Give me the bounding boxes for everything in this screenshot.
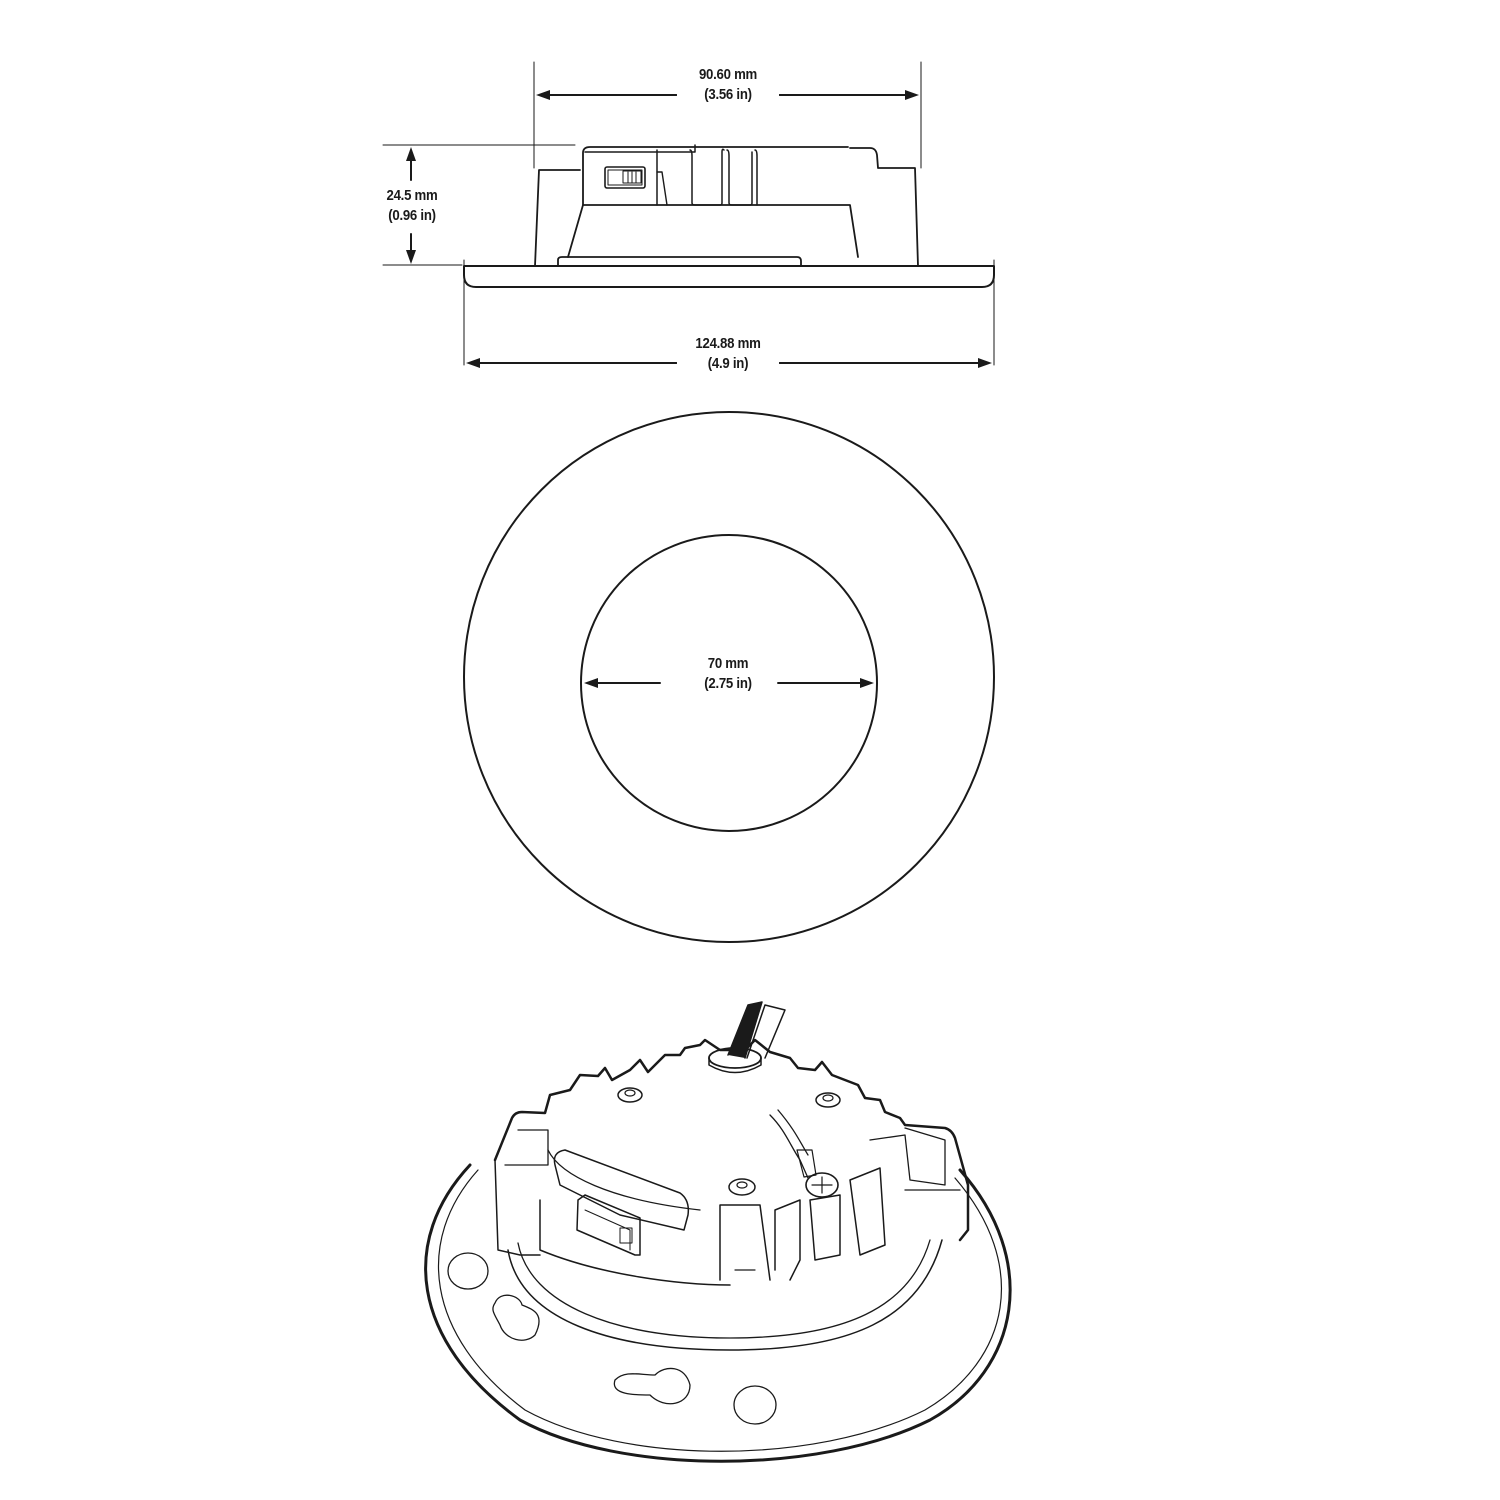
- front-view: [463, 411, 995, 943]
- body-width-metric: 90.60 mm: [698, 66, 758, 83]
- height-metric: 24.5 mm: [386, 187, 438, 204]
- trim-diameter-metric: 124.88 mm: [695, 335, 761, 352]
- body-width-label: 90.60 mm (3.56 in): [676, 65, 780, 105]
- dimension-arrows-top: [410, 94, 989, 364]
- aperture-diameter-imperial: (2.75 in): [704, 675, 752, 692]
- body-width-imperial: (3.56 in): [704, 86, 752, 103]
- trim-diameter-imperial: (4.9 in): [707, 355, 749, 372]
- side-view: [382, 61, 995, 366]
- height-imperial: (0.96 in): [388, 207, 436, 224]
- aperture-diameter-metric: 70 mm: [707, 655, 749, 672]
- isometric-view: [424, 1001, 1012, 1463]
- trim-diameter-label: 124.88 mm (4.9 in): [676, 334, 780, 374]
- height-label: 24.5 mm (0.96 in): [376, 186, 448, 226]
- arrowheads: [406, 90, 992, 688]
- aperture-diameter-label: 70 mm (2.75 in): [678, 654, 778, 694]
